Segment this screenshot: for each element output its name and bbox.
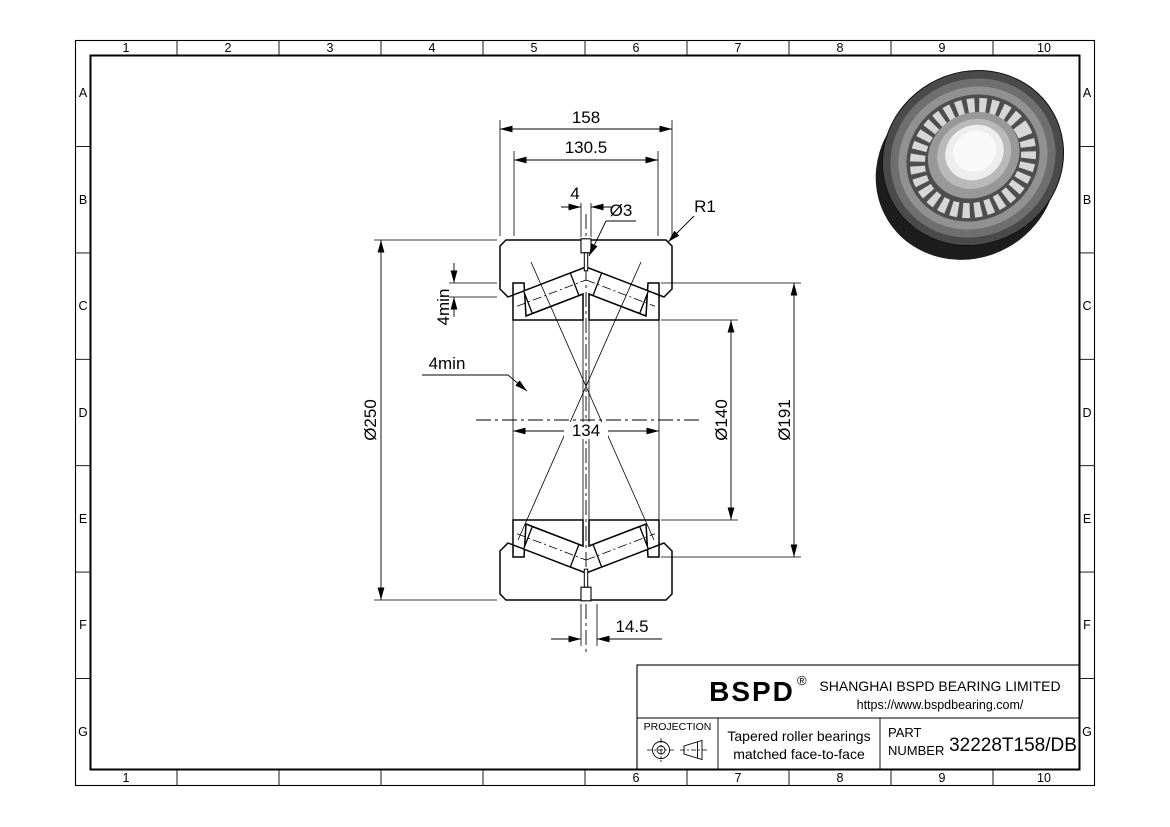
lubrication-groove-bottom xyxy=(580,586,592,602)
dimensions: 158 130.5 4 Ø3 R1 Ø250 xyxy=(361,108,801,646)
projection-label: PROJECTION xyxy=(644,721,712,733)
grid-row-label: G xyxy=(78,725,88,739)
dim-text-radial-gap: 4min xyxy=(434,289,453,326)
grid-col-label: 1 xyxy=(123,771,130,785)
grid-row-label: F xyxy=(79,618,87,632)
drawing-frame xyxy=(74,39,1096,787)
bearing-description-line1: Tapered roller bearings xyxy=(727,728,870,744)
grid-col-label: 2 xyxy=(225,41,232,55)
grid-col-label: 9 xyxy=(939,41,946,55)
dim-total-width: 158 xyxy=(499,108,673,236)
grid-col-label: 10 xyxy=(1037,41,1051,55)
grid-col-label: 10 xyxy=(1037,771,1051,785)
grid-labels: 1 2 3 4 5 6 7 8 9 10 1 6 7 8 9 10 A B C … xyxy=(78,41,1092,785)
contact-angle-lines xyxy=(517,261,655,541)
face-projection-lines xyxy=(512,320,660,520)
dim-text-158: 158 xyxy=(572,108,600,127)
dim-bottom-offset: 14.5 xyxy=(551,604,662,646)
dim-text-4: 4 xyxy=(570,184,579,203)
bearing-section-view xyxy=(476,214,700,652)
grid-col-label: 3 xyxy=(327,41,334,55)
dim-text-od: Ø250 xyxy=(361,399,380,441)
dim-axial-gap: 4min xyxy=(422,354,528,392)
grid-ticks-bottom xyxy=(176,769,994,786)
grid-row-label: D xyxy=(1082,406,1091,420)
company-logo: BSPD xyxy=(709,676,795,707)
grid-row-label: E xyxy=(79,512,87,526)
dim-outer-spacing: 130.5 xyxy=(513,138,659,236)
dim-groove-width: 4 xyxy=(561,184,611,237)
grid-row-label: F xyxy=(1083,618,1091,632)
grid-col-label: 7 xyxy=(735,771,742,785)
grid-col-label: 6 xyxy=(633,771,640,785)
dim-text-oil-hole: Ø3 xyxy=(610,201,633,220)
grid-row-label: C xyxy=(1082,299,1091,313)
roller-axis-lower-left xyxy=(516,533,586,561)
company-website: https://www.bspdbearing.com/ xyxy=(857,698,1024,712)
grid-col-label: 1 xyxy=(123,41,130,55)
grid-row-label: E xyxy=(1083,512,1091,526)
grid-col-label: 8 xyxy=(837,771,844,785)
company-name: SHANGHAI BSPD BEARING LIMITED xyxy=(819,678,1060,694)
oil-hole-bottom xyxy=(583,568,589,588)
grid-row-label: B xyxy=(1083,193,1091,207)
grid-col-label: 9 xyxy=(939,771,946,785)
grid-row-label: G xyxy=(1082,725,1092,739)
dim-radial-gap: 4min xyxy=(434,263,497,325)
registered-mark: ® xyxy=(797,673,807,688)
dim-text-rib: Ø191 xyxy=(775,399,794,441)
roller-axis-lower-right xyxy=(586,533,656,561)
part-label-line1: PART xyxy=(888,725,922,740)
oil-hole-top xyxy=(583,252,589,272)
part-label-line2: NUMBER xyxy=(888,743,944,758)
grid-ticks-top xyxy=(176,40,994,56)
grid-col-label: 5 xyxy=(531,41,538,55)
grid-col-label: 6 xyxy=(633,41,640,55)
dim-text-axial-gap: 4min xyxy=(429,354,466,373)
dim-fillet: R1 xyxy=(667,197,716,243)
dim-text-134: 134 xyxy=(572,421,600,440)
grid-col-label: 7 xyxy=(735,41,742,55)
dim-text-fillet: R1 xyxy=(694,197,716,216)
grid-ticks-right xyxy=(1079,145,1095,680)
bearing-3d-view xyxy=(875,69,1065,260)
lubrication-groove-top xyxy=(580,238,592,254)
bearing-3d-bore xyxy=(953,130,997,172)
roller-axis-upper-left xyxy=(516,279,586,307)
dim-text-mask xyxy=(564,422,608,439)
bearing-description-line2: matched face-to-face xyxy=(733,746,865,762)
title-block-border xyxy=(636,664,1081,771)
roller-axis-upper-right xyxy=(586,279,656,307)
dim-text-130-5: 130.5 xyxy=(565,138,608,157)
part-number: 32228T158/DB xyxy=(949,735,1077,756)
grid-row-label: C xyxy=(78,299,87,313)
projection-symbol-icon xyxy=(647,738,707,762)
dim-bore-diameter: Ø140 xyxy=(661,319,738,521)
title-block-dividers xyxy=(637,717,1080,770)
dim-inner-width: 134 xyxy=(513,421,659,440)
grid-ticks-left xyxy=(75,145,91,680)
grid-row-label: D xyxy=(78,406,87,420)
dim-rib-diameter: Ø191 xyxy=(661,282,801,558)
dim-oil-hole: Ø3 xyxy=(588,201,636,257)
grid-col-label: 8 xyxy=(837,41,844,55)
title-block: BSPD ® SHANGHAI BSPD BEARING LIMITED htt… xyxy=(636,664,1081,771)
grid-row-label: A xyxy=(1083,86,1092,100)
bearing-3d-rollers xyxy=(909,97,1037,219)
dim-text-14-5: 14.5 xyxy=(615,617,648,636)
dim-text-bore: Ø140 xyxy=(712,399,731,441)
grid-row-label: A xyxy=(79,86,88,100)
grid-col-label: 4 xyxy=(429,41,436,55)
dim-outer-diameter: Ø250 xyxy=(361,239,497,601)
grid-row-label: B xyxy=(79,193,87,207)
